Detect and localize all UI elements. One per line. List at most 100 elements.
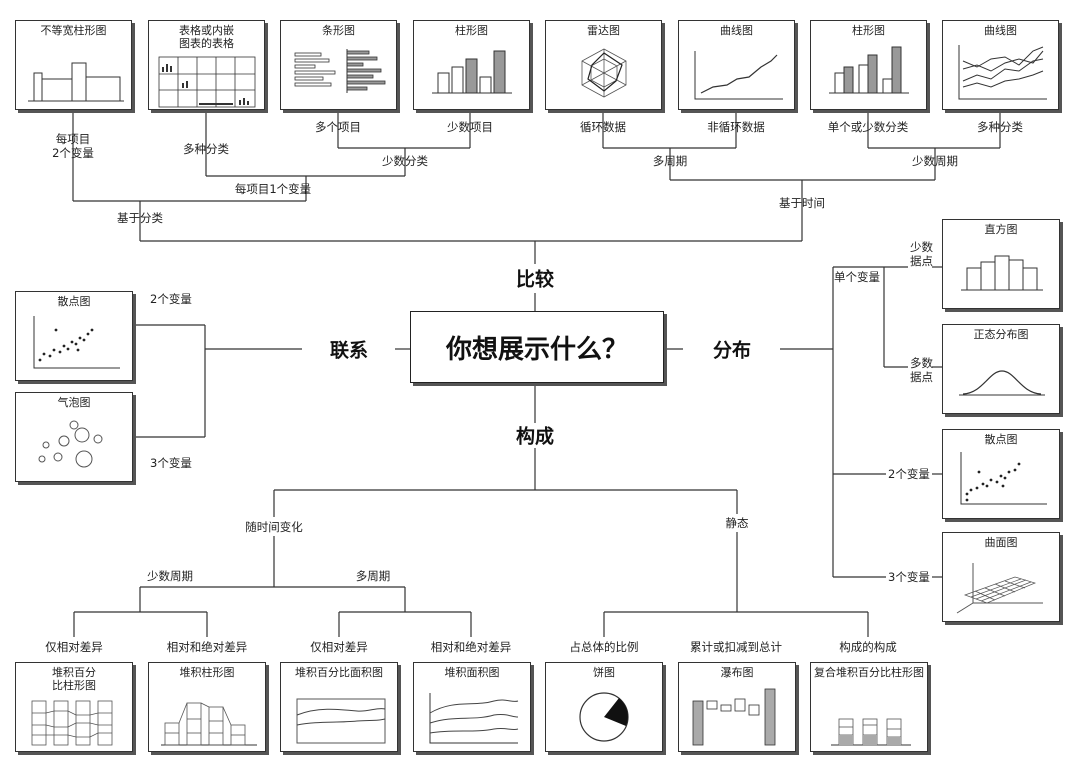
- label-cyclic: 循环数据: [580, 120, 626, 134]
- chart-box-normal-distribution[interactable]: 正态分布图: [942, 324, 1060, 414]
- label-few-categories: 少数分类: [382, 154, 428, 168]
- chart-title: 散点图: [57, 295, 91, 308]
- chart-title: 散点图: [984, 433, 1018, 446]
- chart-box-table-with-charts[interactable]: 表格或内嵌 图表的表格: [148, 20, 265, 110]
- waterfall-chart-icon: [692, 688, 776, 746]
- chart-box-bar-chart[interactable]: 条形图: [280, 20, 397, 110]
- chart-title: 正态分布图: [973, 328, 1029, 341]
- branch-compare: 比较: [515, 268, 555, 291]
- chart-box-surface[interactable]: 曲面图: [942, 532, 1060, 622]
- table-grid-icon: [158, 56, 256, 108]
- chart-title: 堆积百分比面积图: [295, 666, 383, 679]
- scatter-plot-icon: [33, 316, 120, 369]
- label-relative-absolute-1: 相对和绝对差异: [166, 640, 248, 654]
- label-two-vars: 2个变量: [150, 292, 192, 306]
- label-many-periods: 多周期: [652, 154, 688, 168]
- bar-chart-icon: [294, 49, 386, 93]
- stacked-column-icon: [161, 702, 257, 746]
- stacked-percent-area-icon: [296, 698, 386, 744]
- chart-title: 曲线图: [984, 24, 1017, 37]
- chart-title: 曲面图: [984, 536, 1018, 549]
- surface-chart-icon: [956, 563, 1043, 614]
- chart-box-radar-chart[interactable]: 雷达图: [545, 20, 662, 110]
- label-static: 静态: [725, 516, 749, 530]
- line-chart-icon: [694, 51, 783, 100]
- pie-chart-icon: [579, 692, 629, 742]
- chart-box-stacked-pct-area[interactable]: 堆积百分比面积图: [280, 662, 398, 752]
- chart-title: 堆积面积图: [444, 666, 500, 679]
- label-many-items: 多个项目: [315, 120, 361, 134]
- column-chart-icon: [829, 46, 909, 94]
- label-relative-only-1: 仅相对差异: [45, 640, 103, 654]
- chart-box-variable-width-column[interactable]: 不等宽柱形图: [15, 20, 132, 110]
- label-by-category: 基于分类: [117, 211, 163, 225]
- chart-box-scatter[interactable]: 散点图: [15, 291, 133, 381]
- chart-box-waterfall[interactable]: 瀑布图: [678, 662, 796, 752]
- bubble-chart-icon: [38, 420, 103, 468]
- multi-line-chart-icon: [958, 45, 1047, 100]
- branch-relation: 联系: [329, 339, 369, 362]
- label-many-periods-comp: 多周期: [355, 569, 391, 583]
- label-over-time: 随时间变化: [245, 520, 303, 534]
- radar-chart-icon: [581, 48, 627, 98]
- chart-box-column-chart[interactable]: 柱形图: [413, 20, 530, 110]
- chart-box-histogram[interactable]: 直方图: [942, 219, 1060, 309]
- histogram-icon: [961, 255, 1043, 291]
- label-few-items: 少数项目: [447, 120, 493, 134]
- chart-title: 堆积百分 比柱形图: [52, 666, 96, 692]
- label-relative-only-2: 仅相对差异: [310, 640, 368, 654]
- chart-box-bubble[interactable]: 气泡图: [15, 392, 133, 482]
- label-by-time: 基于时间: [779, 196, 825, 210]
- chart-title: 表格或内嵌 图表的表格: [179, 24, 234, 50]
- label-share-of-total: 占总体的比例: [569, 640, 639, 654]
- branch-composition: 构成: [515, 425, 555, 448]
- chart-title: 不等宽柱形图: [40, 24, 107, 37]
- stacked-area-icon: [429, 693, 519, 744]
- variable-width-column-icon: [28, 62, 124, 102]
- label-many-categories-2: 多种分类: [977, 120, 1023, 134]
- stacked-percent-column-icon: [31, 700, 113, 746]
- scatter-plot-icon: [960, 452, 1047, 505]
- bell-curve-icon: [959, 370, 1045, 396]
- label-accumulate: 累计或扣减到总计: [690, 640, 782, 654]
- chart-title: 堆积柱形图: [179, 666, 235, 679]
- label-components: 构成的构成: [839, 640, 897, 654]
- label-few-periods: 少数周期: [912, 154, 958, 168]
- chart-title: 直方图: [984, 223, 1018, 236]
- chart-box-composite-stacked-pct[interactable]: 复合堆积百分比柱形图: [810, 662, 928, 752]
- label-many-points: 多数 据点: [910, 356, 933, 384]
- label-relative-absolute-2: 相对和绝对差异: [430, 640, 512, 654]
- chart-box-stacked-pct-column[interactable]: 堆积百分 比柱形图: [15, 662, 133, 752]
- chart-box-line-chart-2[interactable]: 曲线图: [942, 20, 1059, 110]
- chart-title: 饼图: [593, 666, 615, 679]
- chart-box-column-chart-2[interactable]: 柱形图: [810, 20, 927, 110]
- chart-box-pie[interactable]: 饼图: [545, 662, 663, 752]
- chart-title: 柱形图: [852, 24, 885, 37]
- column-chart-icon: [432, 50, 512, 94]
- chart-title: 瀑布图: [720, 666, 754, 679]
- label-two-vars-dist: 2个变量: [888, 467, 930, 481]
- label-three-vars: 3个变量: [150, 456, 192, 470]
- chart-title: 雷达图: [587, 24, 620, 37]
- chart-title: 条形图: [322, 24, 355, 37]
- label-single-var: 单个变量: [834, 270, 880, 284]
- label-many-categories: 多种分类: [183, 142, 229, 156]
- label-non-cyclic: 非循环数据: [707, 120, 765, 134]
- label-single-few-categories: 单个或少数分类: [827, 120, 909, 134]
- chart-box-line-chart[interactable]: 曲线图: [678, 20, 795, 110]
- chart-box-stacked-column[interactable]: 堆积柱形图: [148, 662, 266, 752]
- branch-distribution: 分布: [712, 339, 752, 362]
- composite-stacked-column-icon: [831, 718, 911, 746]
- label-three-vars-dist: 3个变量: [888, 570, 930, 584]
- chart-title: 柱形图: [455, 24, 488, 37]
- label-few-periods-comp: 少数周期: [147, 569, 193, 583]
- label-per-item-2var: 每项目 2个变量: [52, 132, 94, 160]
- chart-box-stacked-area[interactable]: 堆积面积图: [413, 662, 531, 752]
- chart-title: 曲线图: [720, 24, 753, 37]
- chart-box-scatter-2[interactable]: 散点图: [942, 429, 1060, 519]
- center-question: 你想展示什么？: [410, 311, 664, 383]
- label-per-item-1var: 每项目1个变量: [234, 182, 312, 196]
- label-few-points: 少数 据点: [910, 240, 933, 268]
- chart-title: 复合堆积百分比柱形图: [814, 666, 924, 679]
